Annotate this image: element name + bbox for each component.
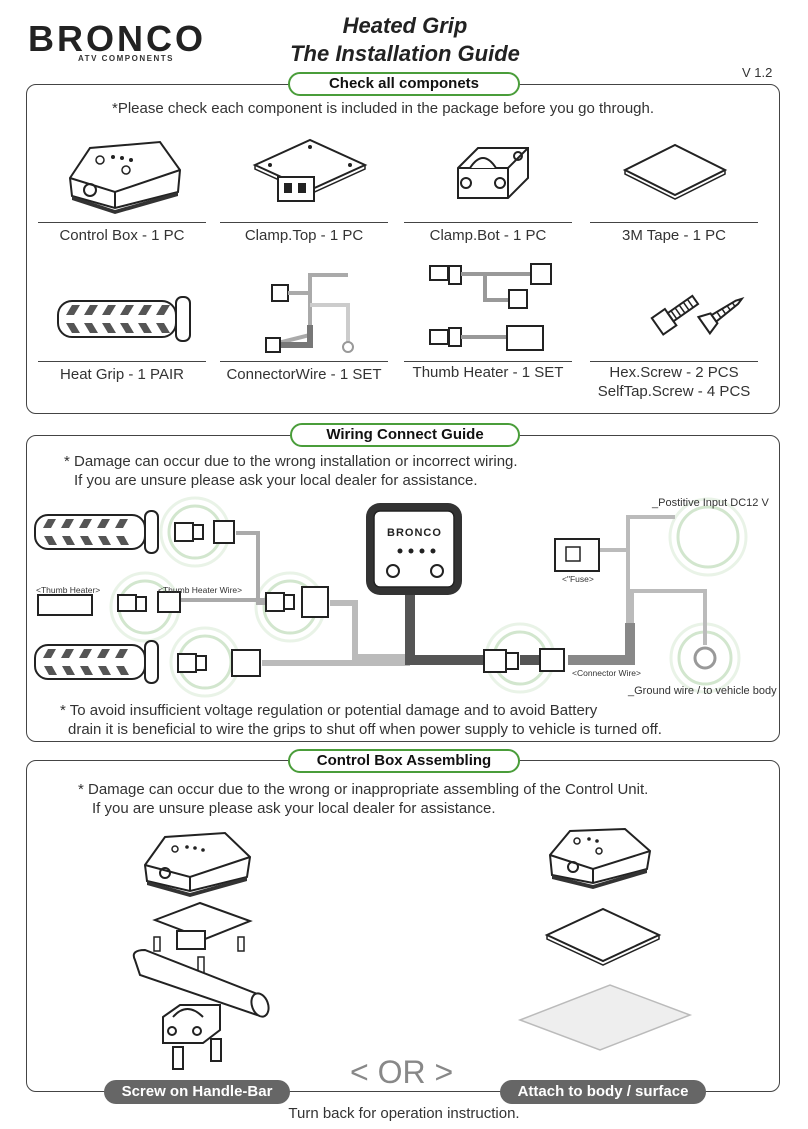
- divider: [38, 222, 206, 223]
- component-label: SelfTap.Screw - 4 PCS: [597, 383, 751, 400]
- positive-input-label: _Postitive Input DC12 V: [652, 497, 769, 509]
- tape-image: [622, 143, 728, 200]
- brand-subtitle: ATV COMPONENTS: [78, 54, 174, 63]
- component-label: 3M Tape - 1 PC: [622, 227, 726, 244]
- assembly-heading: Control Box Assembling: [288, 749, 520, 773]
- wiring-tip-2: drain it is beneficial to wire the grips…: [68, 721, 662, 738]
- option-handlebar: Screw on Handle-Bar: [104, 1080, 290, 1104]
- component-label: Clamp.Top - 1 PC: [244, 227, 364, 244]
- wiring-heading: Wiring Connect Guide: [290, 423, 520, 447]
- brand-logo: BRONCO ATV COMPONENTS: [28, 20, 243, 68]
- option-surface: Attach to body / surface: [500, 1080, 706, 1104]
- components-heading: Check all componets: [288, 72, 520, 96]
- handlebar-assembly-image: [132, 831, 270, 1070]
- control-box-image: [68, 140, 182, 214]
- divider: [220, 222, 388, 223]
- connector-wire-image: [265, 273, 354, 353]
- version-label: V 1.2: [742, 65, 773, 80]
- connector-wire-tag: <Connector Wire>: [572, 668, 641, 678]
- component-label: ConnectorWire - 1 SET: [226, 366, 382, 383]
- assembly-warning-1: * Damage can occur due to the wrong or i…: [78, 781, 649, 798]
- wiring-diagram: [34, 496, 748, 698]
- clamp-top-image: [252, 138, 368, 202]
- assembly-panel: [26, 760, 780, 1092]
- divider: [404, 361, 572, 362]
- ground-wire-label: _Ground wire / to vehicle body: [628, 685, 777, 697]
- title-line-1: Heated Grip: [342, 13, 468, 38]
- component-label: Heat Grip - 1 PAIR: [60, 366, 184, 383]
- wiring-warning-2: If you are unsure please ask your local …: [74, 472, 478, 489]
- divider: [590, 361, 758, 362]
- components-panel: [26, 84, 780, 414]
- divider: [38, 361, 206, 362]
- component-label: Control Box - 1 PC: [59, 227, 185, 244]
- box-brand: BRONCO: [387, 527, 442, 539]
- component-label: Hex.Screw - 2 PCS: [609, 364, 739, 381]
- surface-assembly-image: [517, 827, 693, 1051]
- thumb-heater-tag: <Thumb Heater>: [36, 585, 101, 595]
- wiring-warning-1: * Damage can occur due to the wrong inst…: [64, 453, 518, 470]
- thumb-heater-image: [429, 263, 552, 351]
- assembly-warning-2: If you are unsure please ask your local …: [92, 800, 496, 817]
- component-label: Thumb Heater - 1 SET: [412, 364, 564, 381]
- wiring-tip-1: * To avoid insufficient voltage regulati…: [60, 702, 598, 719]
- thumb-heater-wire-tag: <Thumb Heater Wire>: [158, 585, 243, 595]
- clamp-bottom-image: [457, 147, 529, 199]
- footer-note: Turn back for operation instruction.: [288, 1105, 520, 1122]
- brand-name: BRONCO: [28, 18, 206, 59]
- divider: [590, 222, 758, 223]
- page-title: Heated Grip The Installation Guide: [250, 12, 560, 68]
- heat-grip-image: [57, 296, 191, 342]
- components-note: *Please check each component is included…: [112, 100, 655, 117]
- title-line-2: The Installation Guide: [290, 41, 520, 66]
- divider: [220, 361, 388, 362]
- or-label: < OR >: [350, 1054, 454, 1090]
- fuse-tag: <"Fuse>: [562, 574, 594, 584]
- divider: [404, 222, 572, 223]
- screw-image: [650, 294, 745, 336]
- component-label: Clamp.Bot - 1 PC: [429, 227, 547, 244]
